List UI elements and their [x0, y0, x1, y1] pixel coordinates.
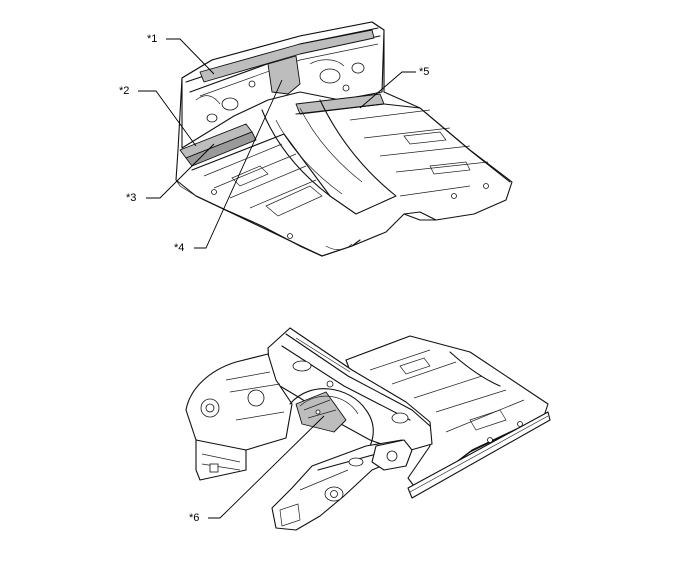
- lower-front-assembly: [185, 327, 551, 531]
- leader-line-4: [194, 79, 283, 249]
- upper-floor-assembly: [175, 21, 513, 257]
- part-4-dash-center: [267, 55, 301, 95]
- callout-6: *6: [189, 512, 200, 524]
- callout-1: *1: [147, 33, 158, 45]
- leader-line-5: [359, 71, 416, 109]
- upper-center-tunnel: [261, 99, 397, 215]
- callout-2: *2: [119, 85, 130, 97]
- lower-left-front-rail: [195, 439, 247, 481]
- callout-5: *5: [419, 66, 430, 78]
- part-3-left-sill-lower: [185, 131, 257, 167]
- callout-4: *4: [174, 242, 185, 254]
- leader-line-1: [166, 38, 215, 75]
- lower-right-sill-rail: [407, 411, 551, 499]
- lower-dash-structure: [267, 327, 433, 453]
- leader-line-6: [208, 415, 325, 519]
- part-6-dash-reinforcement: [295, 391, 347, 433]
- leader-line-3: [146, 143, 215, 199]
- lower-left-apron: [185, 353, 293, 451]
- part-1-cowl-reinforcement: [199, 29, 375, 83]
- callout-3: *3: [126, 192, 137, 204]
- leader-line-2: [138, 90, 197, 147]
